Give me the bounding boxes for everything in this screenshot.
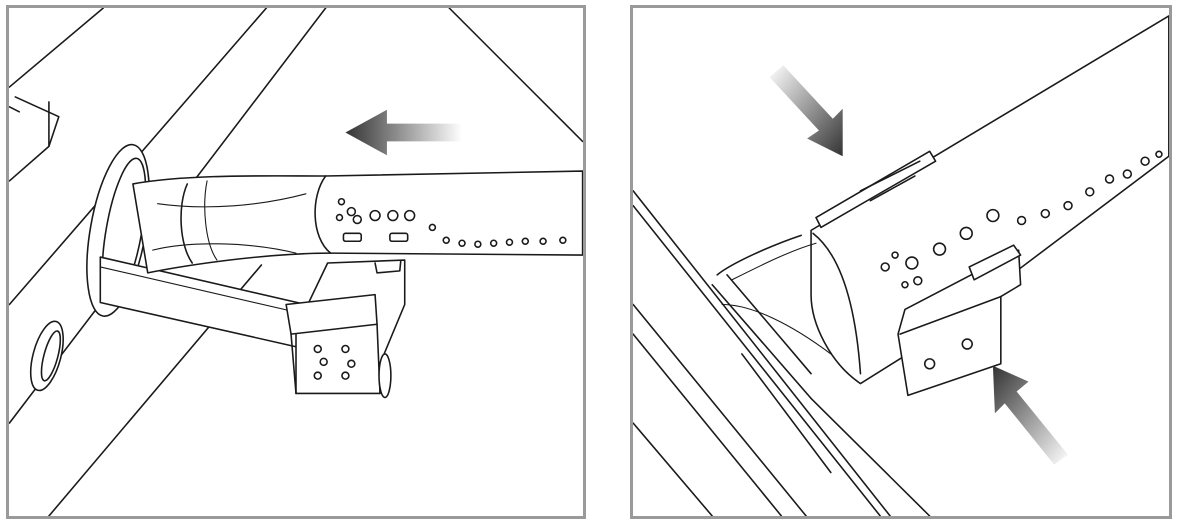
bracket-clip-illustration (633, 15, 1169, 516)
top-clip (815, 150, 937, 229)
burner-ports (335, 197, 567, 248)
burner-insertion-illustration (9, 8, 583, 516)
side-hole-ring (29, 320, 64, 392)
mounting-bracket (897, 244, 1022, 397)
support-bar (99, 256, 307, 350)
diagram-panel-right (630, 5, 1172, 519)
burner-ports (880, 150, 1163, 289)
mounting-bracket (285, 259, 406, 399)
arrow-left-icon (345, 109, 463, 156)
burner-tube (716, 15, 1169, 385)
arrow-down-right-icon (769, 65, 843, 157)
diagram-panel-left (6, 5, 586, 519)
arrow-up-left-icon (992, 365, 1069, 465)
grill-body-rails (633, 190, 931, 516)
